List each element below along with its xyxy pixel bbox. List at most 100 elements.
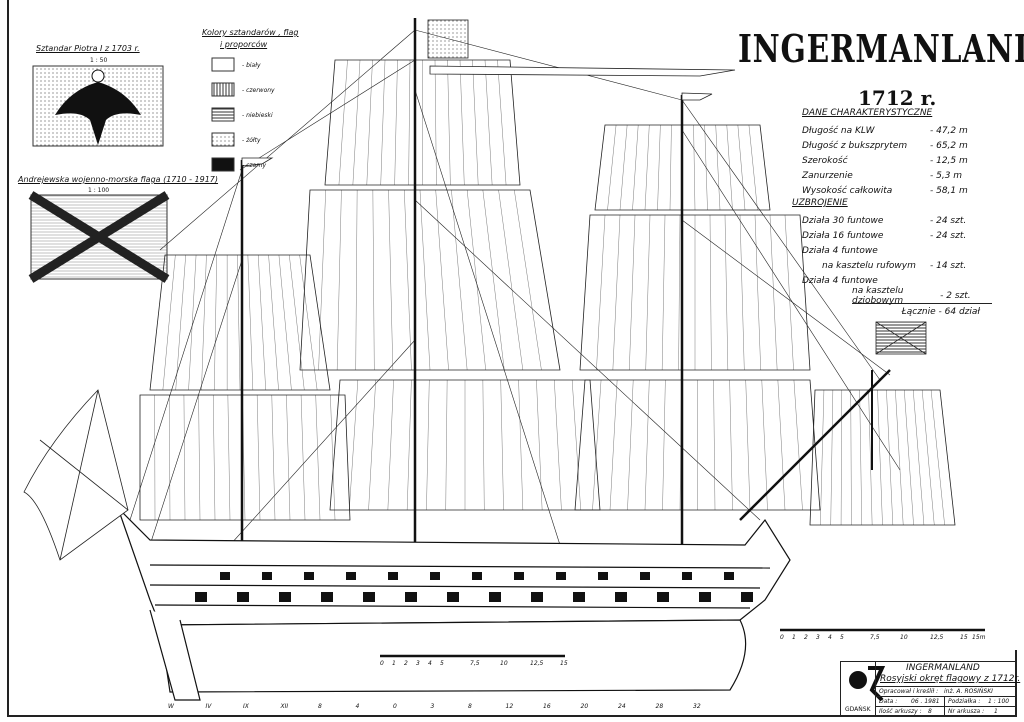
rigging-line xyxy=(129,169,243,521)
sail-seam xyxy=(739,214,745,371)
sail-seam xyxy=(278,254,292,391)
sail-seam xyxy=(629,214,636,371)
sail-seam xyxy=(859,389,862,526)
armament-heading: UZBROJENIE xyxy=(792,198,848,208)
sail-seam xyxy=(387,379,394,511)
sail-seam xyxy=(596,214,606,371)
gunport xyxy=(682,572,692,580)
sail-seam xyxy=(247,254,254,391)
spec-value: - 12,5 m xyxy=(930,155,968,166)
armament-value: - 2 szt. xyxy=(940,290,971,301)
legend-swatches xyxy=(211,57,235,172)
frame-number: 32 xyxy=(693,703,701,710)
sail-seam xyxy=(913,389,925,526)
sail-seam xyxy=(518,379,524,511)
sail-seam xyxy=(607,124,617,211)
sail-seam xyxy=(715,124,721,211)
date: 06 . 1981 xyxy=(911,698,940,705)
sail-seam xyxy=(661,214,666,371)
spec-label: Zanurzenie xyxy=(802,170,853,181)
gunport xyxy=(531,592,543,602)
page-border-right xyxy=(1015,650,1017,717)
bowsprit xyxy=(739,369,891,521)
sail-seam xyxy=(868,389,873,526)
armament-label: na kasztelu rufowym xyxy=(822,260,916,271)
sail-seam xyxy=(644,124,650,211)
sail-seam xyxy=(921,389,935,526)
sail-seam xyxy=(669,124,672,211)
sail-seam xyxy=(352,59,361,186)
sail-seam xyxy=(286,394,291,521)
frame-number: 0 xyxy=(393,703,397,710)
sail-seam xyxy=(198,394,201,521)
gunport xyxy=(447,592,459,602)
sail-seam xyxy=(482,379,485,511)
main-flag xyxy=(427,19,469,59)
gunport xyxy=(556,572,566,580)
sail-seam xyxy=(237,254,241,391)
sail-seam xyxy=(554,379,562,511)
rigging-line xyxy=(681,99,881,381)
sail-seam xyxy=(330,394,336,521)
legend-black: - czarny xyxy=(242,162,267,169)
scale-tick-label: 10 xyxy=(900,634,908,641)
sail-seam xyxy=(258,254,266,391)
sail-seam xyxy=(213,394,216,521)
sail-seam xyxy=(784,214,794,371)
rigging-line xyxy=(149,259,243,546)
gunport xyxy=(724,572,734,580)
sail-seam xyxy=(368,379,376,511)
legend-title: Kolory sztandarów , flag xyxy=(202,28,299,37)
standard-title: Sztandar Piotra I z 1703 r. xyxy=(36,44,140,53)
sail-seam xyxy=(619,124,628,211)
andrew-flag-drawing xyxy=(28,191,170,283)
sail-seam xyxy=(497,59,507,186)
rigging-line xyxy=(681,219,891,376)
scale-tick-label: 12,5 xyxy=(530,660,544,667)
sail-seam xyxy=(609,379,618,511)
title-block-subtitle: Rosyjski okręt flagowy z 1712r. xyxy=(880,674,1021,684)
sail-seam xyxy=(406,379,412,511)
hull xyxy=(117,507,791,701)
author-label: Opracował i kreślił : xyxy=(879,688,939,695)
sail-seam xyxy=(268,254,279,391)
ensign-flag xyxy=(23,389,129,561)
gunport xyxy=(699,592,711,602)
sail-seam xyxy=(299,254,318,391)
legend-title-2: i proporców xyxy=(220,40,268,49)
sail xyxy=(139,394,351,521)
sail-seam xyxy=(840,389,842,526)
sail-seam xyxy=(201,254,207,391)
main-pennant xyxy=(429,65,736,77)
gunport xyxy=(514,572,524,580)
sail-seam xyxy=(271,394,276,521)
gunport xyxy=(598,572,608,580)
sail-seam xyxy=(349,379,359,511)
legend-blue: - niebieski xyxy=(242,112,273,119)
scale-tick-label: 15 xyxy=(560,660,568,667)
sail-seam xyxy=(657,124,661,211)
scale-tick-label: 3 xyxy=(416,660,420,667)
gunport xyxy=(741,592,753,602)
frame-number: 24 xyxy=(618,703,626,710)
gunports xyxy=(195,572,753,602)
spec-value: - 65,2 m xyxy=(930,140,968,151)
sail-seam xyxy=(482,189,505,371)
frame-number: 8 xyxy=(318,703,322,710)
sail-seam xyxy=(729,379,733,511)
sail-seam xyxy=(459,59,465,186)
sail-seam xyxy=(769,214,778,371)
gunport xyxy=(640,572,650,580)
scale-tick-label: 5 xyxy=(840,634,844,641)
sail-seam xyxy=(713,379,716,511)
sail-seam xyxy=(904,389,914,526)
sail-seam xyxy=(709,214,712,371)
sail xyxy=(579,214,811,371)
page-border-left xyxy=(7,0,9,716)
gunport xyxy=(657,592,669,602)
sail-seam xyxy=(514,189,542,371)
scale-tick-label: 12,5 xyxy=(930,634,944,641)
spec-label: Szerokość xyxy=(802,155,848,166)
eagle-emblem xyxy=(55,82,141,145)
sail-seam xyxy=(830,389,834,526)
